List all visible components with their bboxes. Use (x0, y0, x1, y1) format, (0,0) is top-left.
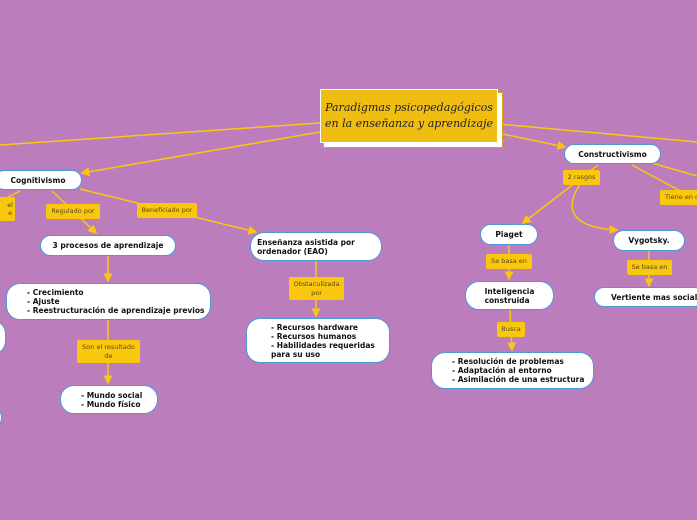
node-mundo[interactable]: - Mundo social - Mundo físico (60, 385, 158, 414)
label-rasgos: 2 rasgos (563, 170, 600, 185)
node-vertiente[interactable]: Vertiente mas social (594, 287, 697, 307)
label-resultado: Son el resultado de (77, 340, 140, 363)
label-regulado: Regulado por (46, 204, 100, 219)
node-piaget[interactable]: Piaget (480, 224, 538, 245)
central-topic[interactable]: Paradigmas psicopedagógicos en la enseña… (320, 89, 498, 143)
node-procesos-list[interactable]: - Crecimiento - Ajuste - Reestructuració… (6, 283, 211, 320)
label-se-basa-piaget: Se basa en (486, 254, 532, 269)
label-beneficiado: Beneficiado por (137, 203, 197, 218)
label-partial-left: el e (0, 197, 15, 221)
label-obstaculizada: Obstaculizada por (289, 277, 344, 300)
node-cognitivismo[interactable]: Cognitivismo (0, 170, 82, 190)
label-tiene: Tiene en c (660, 190, 697, 205)
node-vygotsky[interactable]: Vygotsky. (613, 230, 685, 251)
node-constructivismo[interactable]: Constructivismo (564, 144, 661, 164)
label-se-basa-vygotsky: Se basa en (627, 260, 672, 275)
node-eao[interactable]: Enseñanza asistida por ordenador (EAO) (250, 232, 382, 261)
label-busca: Busca (497, 322, 525, 337)
node-resolucion[interactable]: - Resolución de problemas - Adaptación a… (431, 352, 594, 389)
node-inteligencia[interactable]: Inteligencia construida (465, 281, 554, 310)
node-recursos[interactable]: - Recursos hardware - Recursos humanos -… (246, 318, 390, 363)
node-procesos[interactable]: 3 procesos de aprendizaje (40, 235, 176, 256)
